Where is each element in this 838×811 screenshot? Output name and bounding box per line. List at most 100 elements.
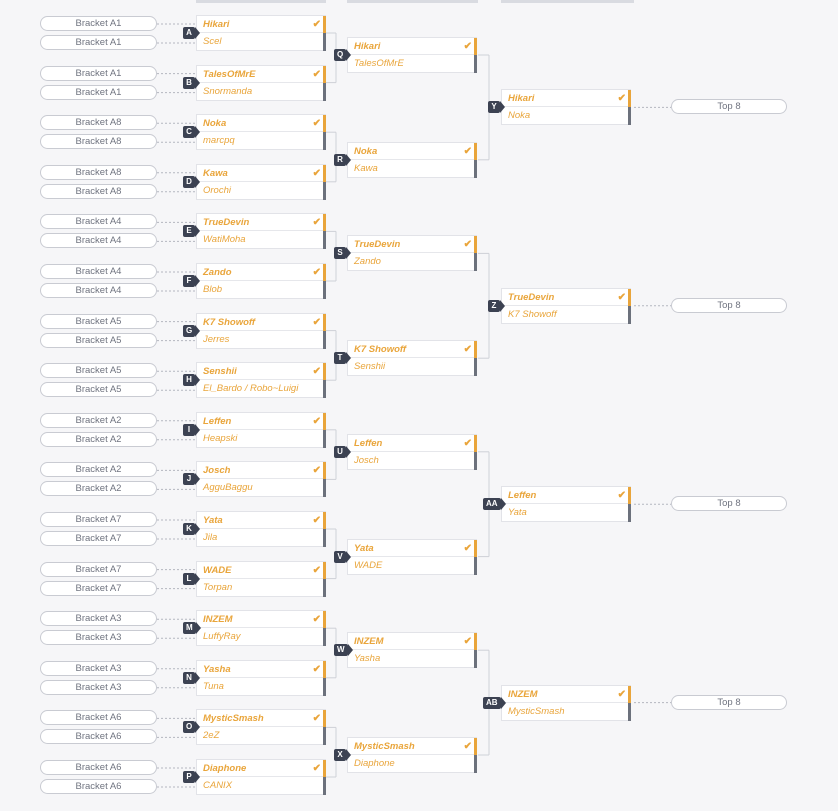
match-loser-slot[interactable]: El_Bardo / Robo~Luigi xyxy=(197,380,324,397)
match-card[interactable]: Leffen✔Josch xyxy=(347,433,477,470)
next-stage-pill[interactable]: Top 8 xyxy=(671,99,787,115)
match-card[interactable]: Yata✔Jila xyxy=(196,511,326,547)
match-card[interactable]: TrueDevin✔K7 Showoff xyxy=(501,287,631,324)
match-winner-slot[interactable]: K7 Showoff✔ xyxy=(348,341,475,359)
match-loser-slot[interactable]: Snormanda xyxy=(197,83,324,100)
match-winner-slot[interactable]: Leffen✔ xyxy=(502,487,629,505)
match-loser-slot[interactable]: Yata xyxy=(502,504,629,521)
match-winner-slot[interactable]: Senshii✔ xyxy=(197,363,324,381)
match-card[interactable]: TalesOfMrE✔Snormanda xyxy=(196,64,326,101)
source-bracket-pill[interactable]: Bracket A8 xyxy=(40,134,157,150)
match-winner-slot[interactable]: Yata✔ xyxy=(348,540,475,557)
match-card[interactable]: Yasha✔Tuna xyxy=(196,659,326,696)
source-bracket-pill[interactable]: Bracket A6 xyxy=(40,760,157,775)
source-bracket-pill[interactable]: Bracket A7 xyxy=(40,561,157,577)
source-bracket-pill[interactable]: Bracket A7 xyxy=(40,512,157,527)
match-card[interactable]: K7 Showoff✔Jerres xyxy=(196,312,326,349)
source-bracket-pill[interactable]: Bracket A5 xyxy=(40,363,157,379)
match-loser-slot[interactable]: Noka xyxy=(502,107,629,124)
match-loser-slot[interactable]: Senshii xyxy=(348,358,475,375)
source-bracket-pill[interactable]: Bracket A5 xyxy=(40,332,157,348)
match-card[interactable]: K7 Showoff✔Senshii xyxy=(347,340,477,377)
source-bracket-pill[interactable]: Bracket A6 xyxy=(40,779,157,794)
source-bracket-pill[interactable]: Bracket A4 xyxy=(40,264,157,279)
source-bracket-pill[interactable]: Bracket A8 xyxy=(40,164,157,180)
match-winner-slot[interactable]: K7 Showoff✔ xyxy=(197,314,324,331)
match-loser-slot[interactable]: Yasha xyxy=(348,650,475,667)
match-winner-slot[interactable]: Zando✔ xyxy=(197,264,324,281)
source-bracket-pill[interactable]: Bracket A6 xyxy=(40,710,157,726)
match-loser-slot[interactable]: Scel xyxy=(197,33,324,50)
match-winner-slot[interactable]: INZEM✔ xyxy=(348,633,475,651)
match-winner-slot[interactable]: Leffen✔ xyxy=(348,435,475,452)
match-card[interactable]: INZEM✔Yasha xyxy=(347,632,477,669)
match-card[interactable]: Kawa✔Orochi xyxy=(196,163,326,200)
match-loser-slot[interactable]: Orochi xyxy=(197,182,324,199)
match-winner-slot[interactable]: MysticSmash✔ xyxy=(348,738,475,755)
match-card[interactable]: Leffen✔Yata xyxy=(501,486,631,523)
match-card[interactable]: Noka✔Kawa xyxy=(347,141,477,178)
match-card[interactable]: Diaphone✔CANIX xyxy=(196,759,326,795)
match-winner-slot[interactable]: Leffen✔ xyxy=(197,413,324,430)
source-bracket-pill[interactable]: Bracket A1 xyxy=(40,16,157,31)
match-winner-slot[interactable]: Kawa✔ xyxy=(197,165,324,182)
source-bracket-pill[interactable]: Bracket A3 xyxy=(40,611,157,627)
match-card[interactable]: Josch✔AgguBaggu xyxy=(196,461,326,498)
source-bracket-pill[interactable]: Bracket A1 xyxy=(40,35,157,50)
match-loser-slot[interactable]: K7 Showoff xyxy=(502,306,629,323)
match-loser-slot[interactable]: Heapski xyxy=(197,430,324,447)
match-loser-slot[interactable]: Blob xyxy=(197,281,324,298)
next-stage-pill[interactable]: Top 8 xyxy=(671,496,787,512)
match-winner-slot[interactable]: Hikari✔ xyxy=(348,38,475,55)
match-loser-slot[interactable]: WatiMoha xyxy=(197,231,324,248)
match-loser-slot[interactable]: Zando xyxy=(348,253,475,270)
match-card[interactable]: WADE✔Torpan xyxy=(196,560,326,597)
match-winner-slot[interactable]: Noka✔ xyxy=(348,143,475,160)
match-winner-slot[interactable]: Diaphone✔ xyxy=(197,760,324,777)
match-card[interactable]: Hikari✔TalesOfMrE xyxy=(347,37,477,73)
match-winner-slot[interactable]: WADE✔ xyxy=(197,562,324,579)
match-card[interactable]: Zando✔Blob xyxy=(196,263,326,299)
source-bracket-pill[interactable]: Bracket A8 xyxy=(40,115,157,131)
match-loser-slot[interactable]: Kawa xyxy=(348,160,475,177)
match-card[interactable]: Hikari✔Noka xyxy=(501,89,631,126)
match-winner-slot[interactable]: MysticSmash✔ xyxy=(197,710,324,728)
source-bracket-pill[interactable]: Bracket A2 xyxy=(40,431,157,447)
match-winner-slot[interactable]: Noka✔ xyxy=(197,115,324,133)
source-bracket-pill[interactable]: Bracket A7 xyxy=(40,531,157,546)
match-card[interactable]: INZEM✔LuffyRay xyxy=(196,610,326,647)
match-loser-slot[interactable]: AgguBaggu xyxy=(197,479,324,496)
source-bracket-pill[interactable]: Bracket A4 xyxy=(40,214,157,230)
match-winner-slot[interactable]: TrueDevin✔ xyxy=(348,236,475,254)
match-loser-slot[interactable]: Jerres xyxy=(197,331,324,348)
source-bracket-pill[interactable]: Bracket A7 xyxy=(40,580,157,596)
match-loser-slot[interactable]: Torpan xyxy=(197,579,324,596)
source-bracket-pill[interactable]: Bracket A8 xyxy=(40,183,157,199)
match-loser-slot[interactable]: Tuna xyxy=(197,678,324,695)
match-winner-slot[interactable]: INZEM✔ xyxy=(502,686,629,703)
match-winner-slot[interactable]: Yata✔ xyxy=(197,512,324,529)
source-bracket-pill[interactable]: Bracket A2 xyxy=(40,481,157,497)
source-bracket-pill[interactable]: Bracket A3 xyxy=(40,679,157,695)
source-bracket-pill[interactable]: Bracket A5 xyxy=(40,382,157,398)
match-winner-slot[interactable]: Hikari✔ xyxy=(502,90,629,108)
match-loser-slot[interactable]: CANIX xyxy=(197,777,324,794)
match-loser-slot[interactable]: TalesOfMrE xyxy=(348,55,475,72)
match-card[interactable]: Senshii✔El_Bardo / Robo~Luigi xyxy=(196,362,326,399)
source-bracket-pill[interactable]: Bracket A2 xyxy=(40,412,157,428)
match-loser-slot[interactable]: Diaphone xyxy=(348,755,475,772)
match-winner-slot[interactable]: Josch✔ xyxy=(197,462,324,480)
source-bracket-pill[interactable]: Bracket A4 xyxy=(40,283,157,298)
match-card[interactable]: Noka✔marcpq xyxy=(196,114,326,151)
next-stage-pill[interactable]: Top 8 xyxy=(671,694,787,710)
match-card[interactable]: Leffen✔Heapski xyxy=(196,411,326,448)
match-loser-slot[interactable]: 2eZ xyxy=(197,727,324,744)
match-card[interactable]: MysticSmash✔Diaphone xyxy=(347,737,477,773)
match-card[interactable]: TrueDevin✔WatiMoha xyxy=(196,213,326,250)
next-stage-pill[interactable]: Top 8 xyxy=(671,297,787,313)
match-loser-slot[interactable]: Jila xyxy=(197,529,324,546)
match-winner-slot[interactable]: Hikari✔ xyxy=(197,16,324,33)
source-bracket-pill[interactable]: Bracket A4 xyxy=(40,233,157,249)
match-card[interactable]: Hikari✔Scel xyxy=(196,15,326,51)
match-card[interactable]: INZEM✔MysticSmash xyxy=(501,684,631,721)
